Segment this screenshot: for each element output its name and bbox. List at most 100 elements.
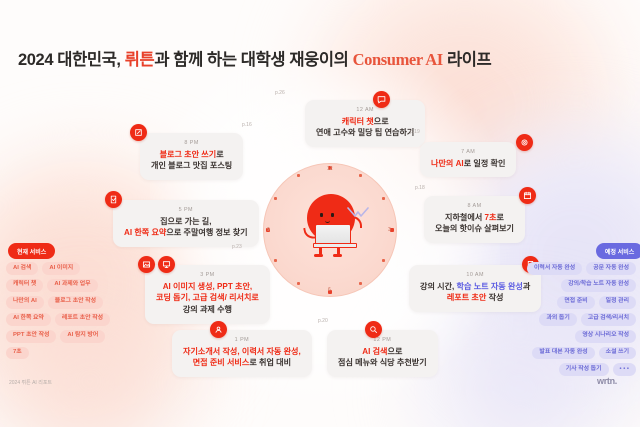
page-reference: p.23 — [232, 244, 242, 250]
page-title-part3: 라이프 — [442, 51, 492, 69]
mascot-eye-left — [320, 213, 323, 217]
document-arrow-icon-badge[interactable] — [105, 191, 122, 208]
card-text-segment: AI 검색 — [362, 346, 388, 356]
card-text-segment: 과 — [522, 281, 531, 291]
mascot-leg-right — [337, 241, 340, 255]
clock-tick — [381, 197, 385, 200]
mascot-right-arm — [349, 216, 362, 228]
clock-number-9: 9 — [267, 227, 270, 233]
image-icon-badge[interactable] — [138, 256, 155, 273]
service-tag[interactable]: AI 한쪽 요약 — [6, 312, 51, 326]
service-tag[interactable]: AI 과제와 업무 — [47, 278, 98, 292]
card-text-segment: 으로 주말여행 정보 찾기 — [166, 228, 248, 238]
card-text-line: 오늘의 핫이슈 살펴보기 — [435, 223, 514, 235]
mascot-mouth — [325, 220, 330, 223]
service-tag[interactable]: 영상 시나리오 작성 — [575, 329, 636, 343]
card-text-line: 연애 고수와 밀당 팁 연습하기 — [316, 127, 414, 139]
card-text-segment: AI 한쪽 요약 — [124, 228, 167, 238]
clock-number-6: 6 — [328, 287, 331, 293]
gear-icon-badge[interactable] — [516, 134, 533, 151]
service-tag[interactable]: 일정 관리 — [598, 295, 636, 309]
page-reference: p.18 — [415, 185, 425, 191]
service-tag[interactable]: PPT 초안 작성 — [6, 329, 57, 343]
card-text-segment: 오늘의 핫이슈 살펴보기 — [435, 224, 514, 234]
service-tag[interactable]: AI 탐지 방어 — [60, 329, 106, 343]
pencil-square-icon-badge[interactable] — [130, 124, 147, 141]
service-tag[interactable]: 소설 쓰기 — [598, 346, 636, 360]
clock-tick — [274, 197, 278, 200]
service-tag[interactable]: 면접 준비 — [557, 295, 595, 309]
service-tag[interactable]: • • • — [612, 363, 636, 377]
chat-bubble-icon-badge[interactable] — [373, 91, 390, 108]
service-tag[interactable]: 7초 — [6, 346, 29, 360]
right-panel-heading: 예정 서비스 — [596, 243, 640, 259]
card-text-line: AI 검색으로 — [338, 346, 427, 358]
card-text-segment: 자기소개서 작성, 이력서 자동 완성, — [183, 346, 301, 356]
search-icon-badge[interactable] — [365, 321, 382, 338]
mascot-foot-right — [333, 254, 342, 257]
card-time-label: 12 AM — [356, 107, 374, 113]
card-text-segment: 로 일정 확인 — [463, 158, 506, 168]
page-title: 2024 대한민국, 뤼튼과 함께 하는 대학생 재웅이의 Consumer A… — [18, 46, 492, 70]
service-tag[interactable]: 이력서 자동 완성 — [526, 262, 583, 275]
service-tag[interactable]: 과외 돕기 — [539, 312, 577, 326]
service-tag[interactable]: 블로그 초안 작성 — [47, 295, 104, 309]
card-text-segment: 레포트 초안 — [446, 293, 487, 303]
left-panel-heading: 현재 서비스 — [8, 243, 56, 259]
page-reference: p.26 — [275, 90, 285, 96]
mascot-laptop — [313, 224, 357, 248]
service-tag[interactable]: 캐릭터 챗 — [6, 278, 44, 292]
service-tag[interactable]: 발표 대본 자동 완성 — [532, 346, 595, 360]
user-document-icon-badge[interactable] — [210, 321, 227, 338]
page-reference: p.20 — [318, 318, 328, 324]
card-text-segment: 점심 메뉴와 식당 추천받기 — [338, 358, 427, 368]
clock-tick — [274, 259, 278, 262]
page-title-serif: Consumer AI — [352, 50, 444, 69]
card-text-segment: 캐릭터 챗 — [341, 116, 374, 126]
card-text-line: 지하철에서 7초로 — [435, 212, 514, 224]
card-text-segment: 작성 — [486, 293, 504, 303]
card-text-segment: 로 — [216, 149, 224, 159]
card-text-line: 블로그 초안 쓰기로 — [151, 149, 232, 161]
wrtn-logo: wrtn. — [597, 376, 617, 386]
card-text-segment: 학습 노트 자동 완성 — [456, 281, 523, 291]
page-title-part2: 과 함께 하는 대학생 재웅이의 — [154, 51, 353, 69]
clock-tick — [381, 259, 385, 262]
page-reference: p.16 — [242, 122, 252, 128]
presentation-icon-badge[interactable] — [158, 256, 175, 273]
clock-number-3: 3 — [388, 227, 391, 233]
card-time-label: 5 PM — [178, 207, 193, 213]
card-text-line: 자기소개서 작성, 이력서 자동 완성, — [183, 346, 301, 358]
service-tag[interactable]: 강의/학습 노트 자동 완성 — [561, 278, 636, 292]
service-tag[interactable]: 레포트 초안 작성 — [54, 312, 111, 326]
card-time-label: 10 AM — [466, 272, 484, 278]
card-text-segment: 코딩 돕기, 고급 검색/ 리서치로 — [156, 293, 259, 303]
service-tag[interactable]: AI 검색 — [6, 262, 39, 275]
clock-tick — [359, 174, 362, 178]
clock-tick — [328, 290, 332, 294]
card-text-segment: 연애 고수와 밀당 팁 연습하기 — [316, 128, 415, 138]
service-tag[interactable]: 나만의 AI — [6, 295, 44, 309]
service-tag[interactable]: 고급 검색/리서치 — [580, 312, 636, 326]
clock-number-12: 12 — [327, 166, 333, 172]
calendar-icon-badge[interactable] — [519, 187, 536, 204]
clock-tick — [359, 281, 362, 285]
clock-tick — [266, 228, 270, 232]
page-title-part1: 2024 대한민국, — [18, 51, 125, 69]
service-tag[interactable]: 기사 작성 돕기 — [558, 363, 609, 377]
service-tag[interactable]: 공문 자동 완성 — [586, 262, 636, 275]
service-tag[interactable]: AI 이미지 — [42, 262, 81, 275]
card-text-segment: 7초 — [484, 212, 497, 222]
card-text-line: 캐릭터 챗으로 — [316, 116, 414, 128]
card-text-segment: 강의 과제 수행 — [182, 304, 233, 314]
